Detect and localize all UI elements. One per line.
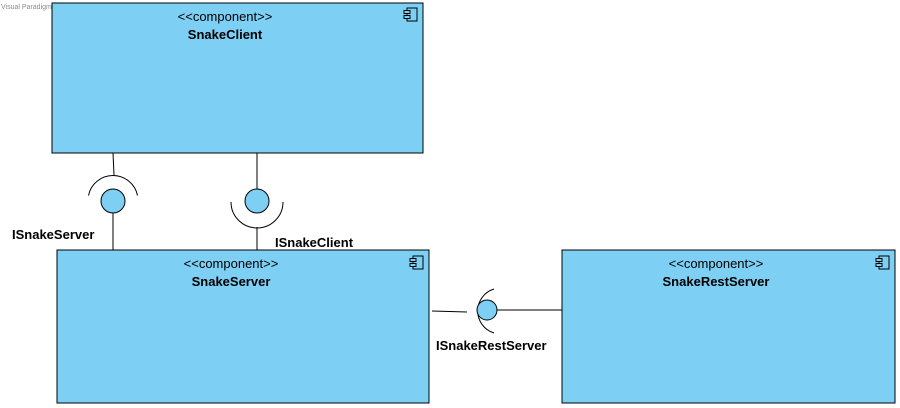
component-snake-server-name: SnakeServer <box>192 274 271 289</box>
component-snake-rest-server-stereotype: <<component>> <box>669 256 764 271</box>
component-icon <box>409 255 424 270</box>
component-snake-client[interactable]: <<component>> SnakeClient <box>51 2 424 154</box>
component-snake-client-box[interactable] <box>51 2 424 154</box>
lollipop-isnakeclient[interactable] <box>244 188 270 214</box>
socket-isnakeserver <box>88 175 138 196</box>
component-icon <box>403 7 418 22</box>
component-snake-server-box[interactable] <box>56 249 430 404</box>
interface-isnakeserver[interactable]: ISnakeServer <box>12 152 138 250</box>
component-snake-client-name: SnakeClient <box>188 27 263 42</box>
lollipop-isnakeserver[interactable] <box>100 188 126 214</box>
component-snake-rest-server[interactable]: <<component>> SnakeRestServer <box>561 249 896 404</box>
component-snake-rest-server-box[interactable] <box>561 249 896 404</box>
lollipop-isnakerestserver[interactable] <box>476 299 498 321</box>
interface-label-isnakeserver: ISnakeServer <box>12 227 94 242</box>
connector-server-required-isnakerestserver <box>431 310 468 313</box>
connector-client-required-isnakeserver <box>112 152 115 176</box>
component-snake-server-stereotype: <<component>> <box>184 256 279 271</box>
component-snake-server[interactable]: <<component>> SnakeServer <box>56 249 430 404</box>
component-snake-rest-server-name: SnakeRestServer <box>663 274 770 289</box>
component-icon <box>875 255 890 270</box>
interface-label-isnakeclient: ISnakeClient <box>275 235 354 250</box>
interface-isnakerestserver[interactable]: ISnakeRestServer <box>431 288 562 353</box>
interface-isnakeclient[interactable]: ISnakeClient <box>230 153 354 250</box>
interface-label-isnakerestserver: ISnakeRestServer <box>436 338 547 353</box>
component-snake-client-stereotype: <<component>> <box>178 9 273 24</box>
